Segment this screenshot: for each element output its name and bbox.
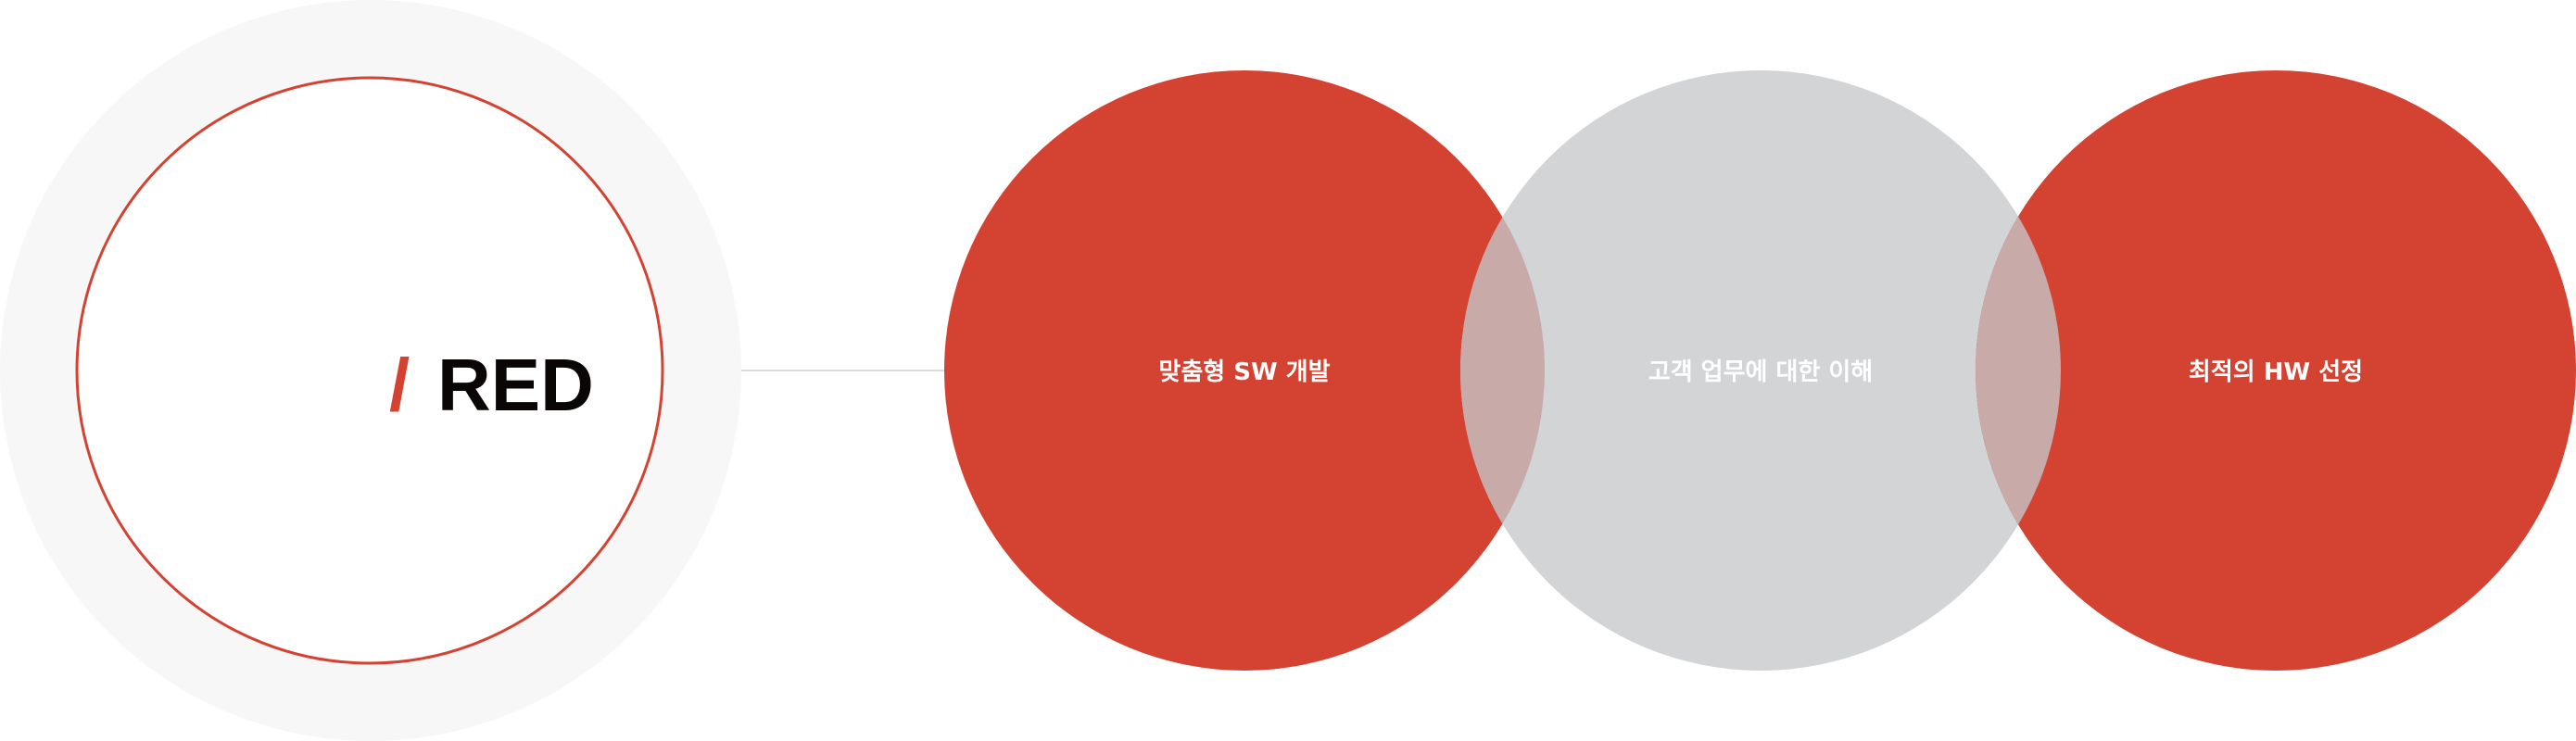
label-custom-sw: 맞춤형 SW 개발 bbox=[1158, 358, 1330, 386]
label-customer-understanding: 고객 업무에 대한 이해 bbox=[1648, 358, 1873, 386]
logo-slash: / bbox=[389, 344, 410, 426]
label-optimal-hw: 최적의 HW 선정 bbox=[2189, 358, 2363, 386]
logo-circle bbox=[75, 76, 664, 665]
circle-optimal-hw bbox=[1976, 70, 2576, 671]
circle-custom-sw bbox=[944, 70, 1545, 671]
circle-customer-understanding bbox=[1460, 70, 2061, 671]
logo-text: RED bbox=[437, 344, 594, 426]
